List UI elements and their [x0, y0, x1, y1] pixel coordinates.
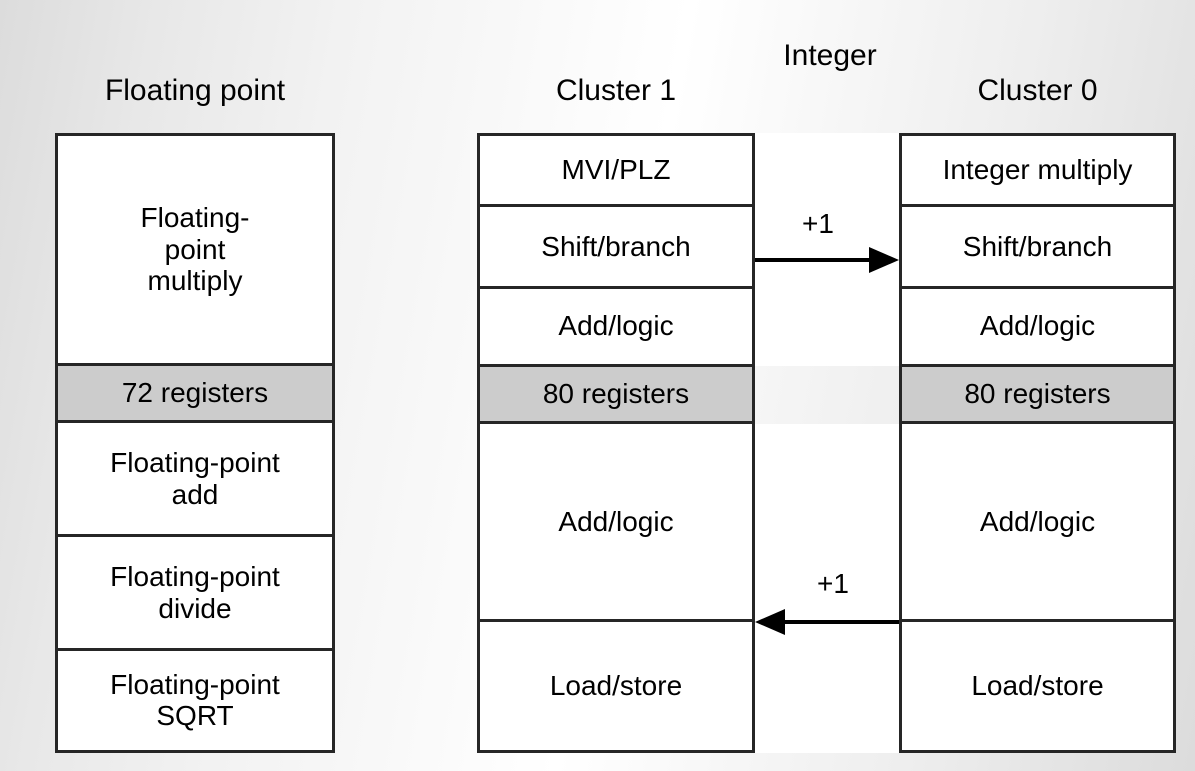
gap-fill-register-row — [754, 366, 900, 424]
cell-label: Floating- point multiply — [140, 202, 250, 297]
cell-label: Load/store — [549, 670, 683, 702]
cell-c0-integer-multiply[interactable]: Integer multiply — [902, 136, 1173, 208]
column-cluster-1: MVI/PLZ Shift/branch Add/logic 80 regist… — [477, 133, 755, 753]
cell-fp-divide[interactable]: Floating-point divide — [58, 537, 332, 651]
arrow-line-bottom — [785, 620, 899, 624]
cell-c1-add-logic-upper[interactable]: Add/logic — [480, 288, 752, 367]
cell-label: 80 registers — [542, 378, 690, 410]
cell-c1-add-logic-lower[interactable]: Add/logic — [480, 424, 752, 623]
header-integer-section: Integer — [783, 39, 877, 72]
cell-c0-add-logic-lower[interactable]: Add/logic — [902, 424, 1173, 623]
cell-c1-registers[interactable]: 80 registers — [480, 366, 752, 425]
cell-label: Add/logic — [558, 506, 674, 538]
cell-label: Floating-point SQRT — [110, 669, 280, 732]
arrow-label-plus-one-top: +1 — [802, 208, 834, 239]
cell-label: Shift/branch — [962, 230, 1113, 262]
cell-label: Floating-point divide — [110, 561, 280, 624]
cell-label: Floating-point add — [110, 447, 280, 510]
cell-fp-sqrt[interactable]: Floating-point SQRT — [58, 650, 332, 750]
arrow-label-plus-one-bottom: +1 — [817, 568, 849, 599]
cell-c1-shift-branch[interactable]: Shift/branch — [480, 207, 752, 289]
cell-c1-load-store[interactable]: Load/store — [480, 622, 752, 750]
cell-c0-add-logic-upper[interactable]: Add/logic — [902, 288, 1173, 367]
header-cluster-0: Cluster 0 — [977, 74, 1098, 107]
header-floating-point: Floating point — [104, 74, 286, 107]
cell-label: Add/logic — [979, 506, 1096, 538]
column-floating-point: Floating- point multiply 72 registers Fl… — [55, 133, 335, 753]
arrow-line-top — [755, 258, 873, 262]
cell-c0-shift-branch[interactable]: Shift/branch — [902, 207, 1173, 289]
arrow-head-left-icon — [755, 609, 785, 635]
cell-fp-registers[interactable]: 72 registers — [58, 365, 332, 424]
cell-fp-add[interactable]: Floating-point add — [58, 423, 332, 538]
cell-label: MVI/PLZ — [561, 154, 671, 186]
cell-c1-mvi-plz[interactable]: MVI/PLZ — [480, 136, 752, 208]
cell-fp-multiply[interactable]: Floating- point multiply — [58, 136, 332, 366]
column-cluster-0: Integer multiply Shift/branch Add/logic … — [899, 133, 1176, 753]
cell-label: Integer multiply — [942, 154, 1133, 186]
cell-label: 80 registers — [964, 378, 1111, 410]
gap-fill-lower — [754, 424, 900, 753]
cell-c0-registers[interactable]: 80 registers — [902, 366, 1173, 425]
cell-label: Load/store — [971, 670, 1104, 702]
cell-label: Shift/branch — [541, 230, 691, 262]
arrow-head-right-icon — [869, 247, 899, 273]
cell-label: Add/logic — [979, 310, 1096, 342]
cell-label: 72 registers — [121, 377, 269, 409]
cell-label: Add/logic — [558, 310, 674, 342]
cell-c0-load-store[interactable]: Load/store — [902, 622, 1173, 750]
header-cluster-1: Cluster 1 — [555, 74, 677, 107]
